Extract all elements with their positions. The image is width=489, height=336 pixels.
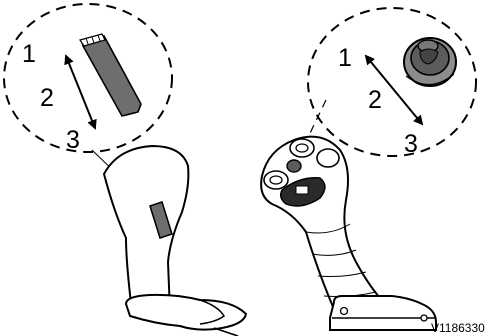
- right-label-3: 3: [404, 130, 418, 158]
- roller-switch-closeup: [80, 34, 141, 116]
- right-callout: 1 2 3: [300, 8, 476, 158]
- left-label-1: 1: [22, 40, 36, 68]
- left-joystick: [104, 146, 246, 336]
- right-joystick: [261, 137, 436, 330]
- left-callout-circle: [4, 4, 172, 152]
- mini-joystick: [287, 160, 301, 172]
- mini-joystick-closeup: [404, 38, 456, 86]
- left-direction-arrow: [66, 56, 95, 128]
- reference-code: V1186330: [431, 321, 485, 335]
- left-label-2: 2: [40, 84, 54, 112]
- right-callout-circle: [308, 8, 476, 156]
- left-label-3: 3: [66, 126, 80, 154]
- right-label-2: 2: [368, 86, 382, 114]
- right-label-1: 1: [338, 44, 352, 72]
